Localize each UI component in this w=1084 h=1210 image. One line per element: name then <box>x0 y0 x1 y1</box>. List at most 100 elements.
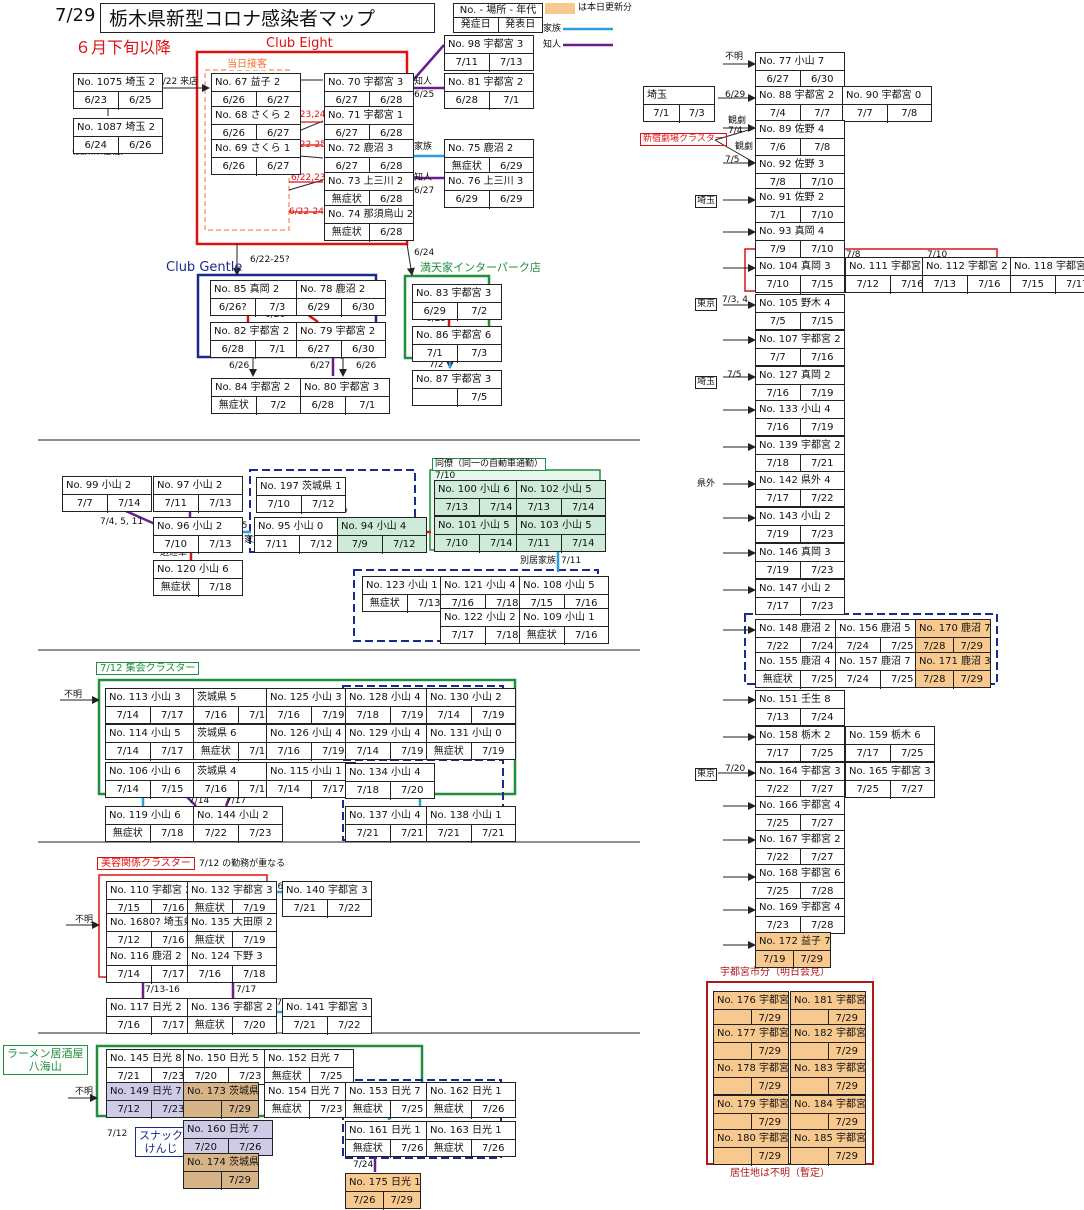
case-label: No. 113 小山 3 <box>106 689 194 707</box>
case-onset-date <box>714 1078 751 1096</box>
case-onset-date: 7/7 <box>843 105 887 123</box>
case-onset-date: 無症状 <box>265 1101 309 1119</box>
case-onset-date: 7/16 <box>194 707 238 725</box>
case-box: No. 180 宇都宮 67/29 <box>713 1129 789 1165</box>
case-announce-date: 6/30 <box>341 341 386 359</box>
case-announce-date: 7/15 <box>800 276 845 294</box>
case-onset-date: 無症状 <box>520 627 564 645</box>
case-onset-date: 7/18 <box>346 782 390 800</box>
case-box: No. 174 茨城県 67/29 <box>183 1153 259 1189</box>
case-onset-date: 7/14 <box>346 743 390 761</box>
case-label: No. 197 茨城県 1 <box>257 478 345 496</box>
case-announce-date: 6/29 <box>489 191 534 209</box>
legend-new-swatch <box>545 3 575 14</box>
case-label: No. 74 那須烏山 2 <box>325 206 413 224</box>
case-label: No. 104 真岡 3 <box>756 258 844 276</box>
case-onset-date: 7/19 <box>756 526 800 544</box>
case-onset-date: 無症状 <box>427 1140 471 1158</box>
case-label: No. 93 真岡 4 <box>756 223 844 241</box>
case-label: No. 85 真岡 2 <box>211 281 299 299</box>
case-onset-date: 無症状 <box>346 1140 390 1158</box>
case-onset-date <box>184 1172 221 1190</box>
case-onset-date: 7/22 <box>194 825 238 843</box>
case-announce-date: 7/13 <box>198 495 243 513</box>
case-onset-date: 7/14 <box>107 966 151 984</box>
case-label: No. 139 宇都宮 2 <box>756 437 844 455</box>
case-label: No. 174 茨城県 6 <box>184 1154 258 1172</box>
case-onset-date: 7/17 <box>756 745 800 763</box>
case-announce-date: 7/21 <box>471 825 516 843</box>
case-label: No. 169 宇都宮 4 <box>756 899 844 917</box>
case-label: No. 1075 埼玉 2 <box>74 74 162 92</box>
case-onset-date: 7/19 <box>756 562 800 580</box>
source-tag: 埼玉 <box>695 195 717 208</box>
case-label: No. 134 小山 4 <box>346 764 434 782</box>
case-label: No. 163 日光 1 <box>427 1122 515 1140</box>
case-label: No. 71 宇都宮 1 <box>325 107 413 125</box>
case-label: No. 86 宇都宮 6 <box>413 327 501 345</box>
case-label: No. 185 宇都宮 4 <box>791 1130 865 1148</box>
legend-row1: No. - 場所 - 年代 <box>454 4 542 18</box>
case-label: No. 178 宇都宮 0 <box>714 1060 788 1078</box>
case-label: No. 175 日光 1 <box>346 1174 420 1192</box>
case-announce-date: 7/29 <box>221 1172 259 1190</box>
case-announce-date: 7/26 <box>471 1140 516 1158</box>
mantenya-label: 満天家インターパーク店 <box>420 262 541 273</box>
edge-label: 7/17 <box>236 985 256 996</box>
case-label: No. 114 小山 5 <box>106 725 194 743</box>
case-announce-date: 6/30 <box>341 299 386 317</box>
case-announce-date: 7/27 <box>890 781 935 799</box>
case-onset-date: 6/29 <box>445 191 489 209</box>
case-onset-date: 7/11 <box>154 495 198 513</box>
case-label: No. 119 小山 6 <box>106 807 194 825</box>
case-label: No. 127 真岡 2 <box>756 367 844 385</box>
case-onset-date: 7/15 <box>1011 276 1055 294</box>
case-label: No. 131 小山 0 <box>427 725 515 743</box>
edge-label: 6/27 <box>414 186 434 197</box>
case-onset-date: 6/24 <box>74 137 118 155</box>
club-eight-label: Club Eight <box>266 38 333 49</box>
case-label: No. 151 壬生 8 <box>756 691 844 709</box>
case-label: No. 157 鹿沼 7 <box>836 653 924 671</box>
edge-label: 不明 <box>725 52 743 63</box>
case-label: No. 89 佐野 4 <box>756 121 844 139</box>
case-label: No. 95 小山 0 <box>255 518 343 536</box>
case-onset-date: 6/28 <box>301 397 345 415</box>
case-announce-date: 7/19 <box>471 707 516 725</box>
case-onset-date: 7/24 <box>836 671 880 689</box>
case-announce-date: 7/15 <box>150 781 195 799</box>
case-label: No. 73 上三川 2 <box>325 173 413 191</box>
case-onset-date: 6/28 <box>211 341 255 359</box>
case-label: No. 78 鹿沼 2 <box>297 281 385 299</box>
case-label: No. 72 鹿沼 3 <box>325 140 413 158</box>
case-onset-date: 7/11 <box>445 54 489 72</box>
edge-label: 観劇 <box>735 142 753 153</box>
case-box: No. 184 宇都宮 47/29 <box>790 1095 866 1131</box>
case-label: No. 108 小山 5 <box>520 577 608 595</box>
case-box: No. 181 宇都宮 47/29 <box>790 991 866 1027</box>
case-onset-date: 6/27 <box>297 341 341 359</box>
case-label: No. 91 佐野 2 <box>756 189 844 207</box>
edge-label: 6/24 <box>414 248 434 259</box>
case-onset-date <box>714 1148 751 1166</box>
case-label: No. 90 宇都宮 0 <box>843 87 931 105</box>
case-announce-date: 7/17 <box>150 707 195 725</box>
case-label: No. 115 小山 1 <box>267 763 355 781</box>
case-onset-date: 7/21 <box>283 1017 327 1035</box>
case-onset-date: 7/1 <box>644 105 679 123</box>
